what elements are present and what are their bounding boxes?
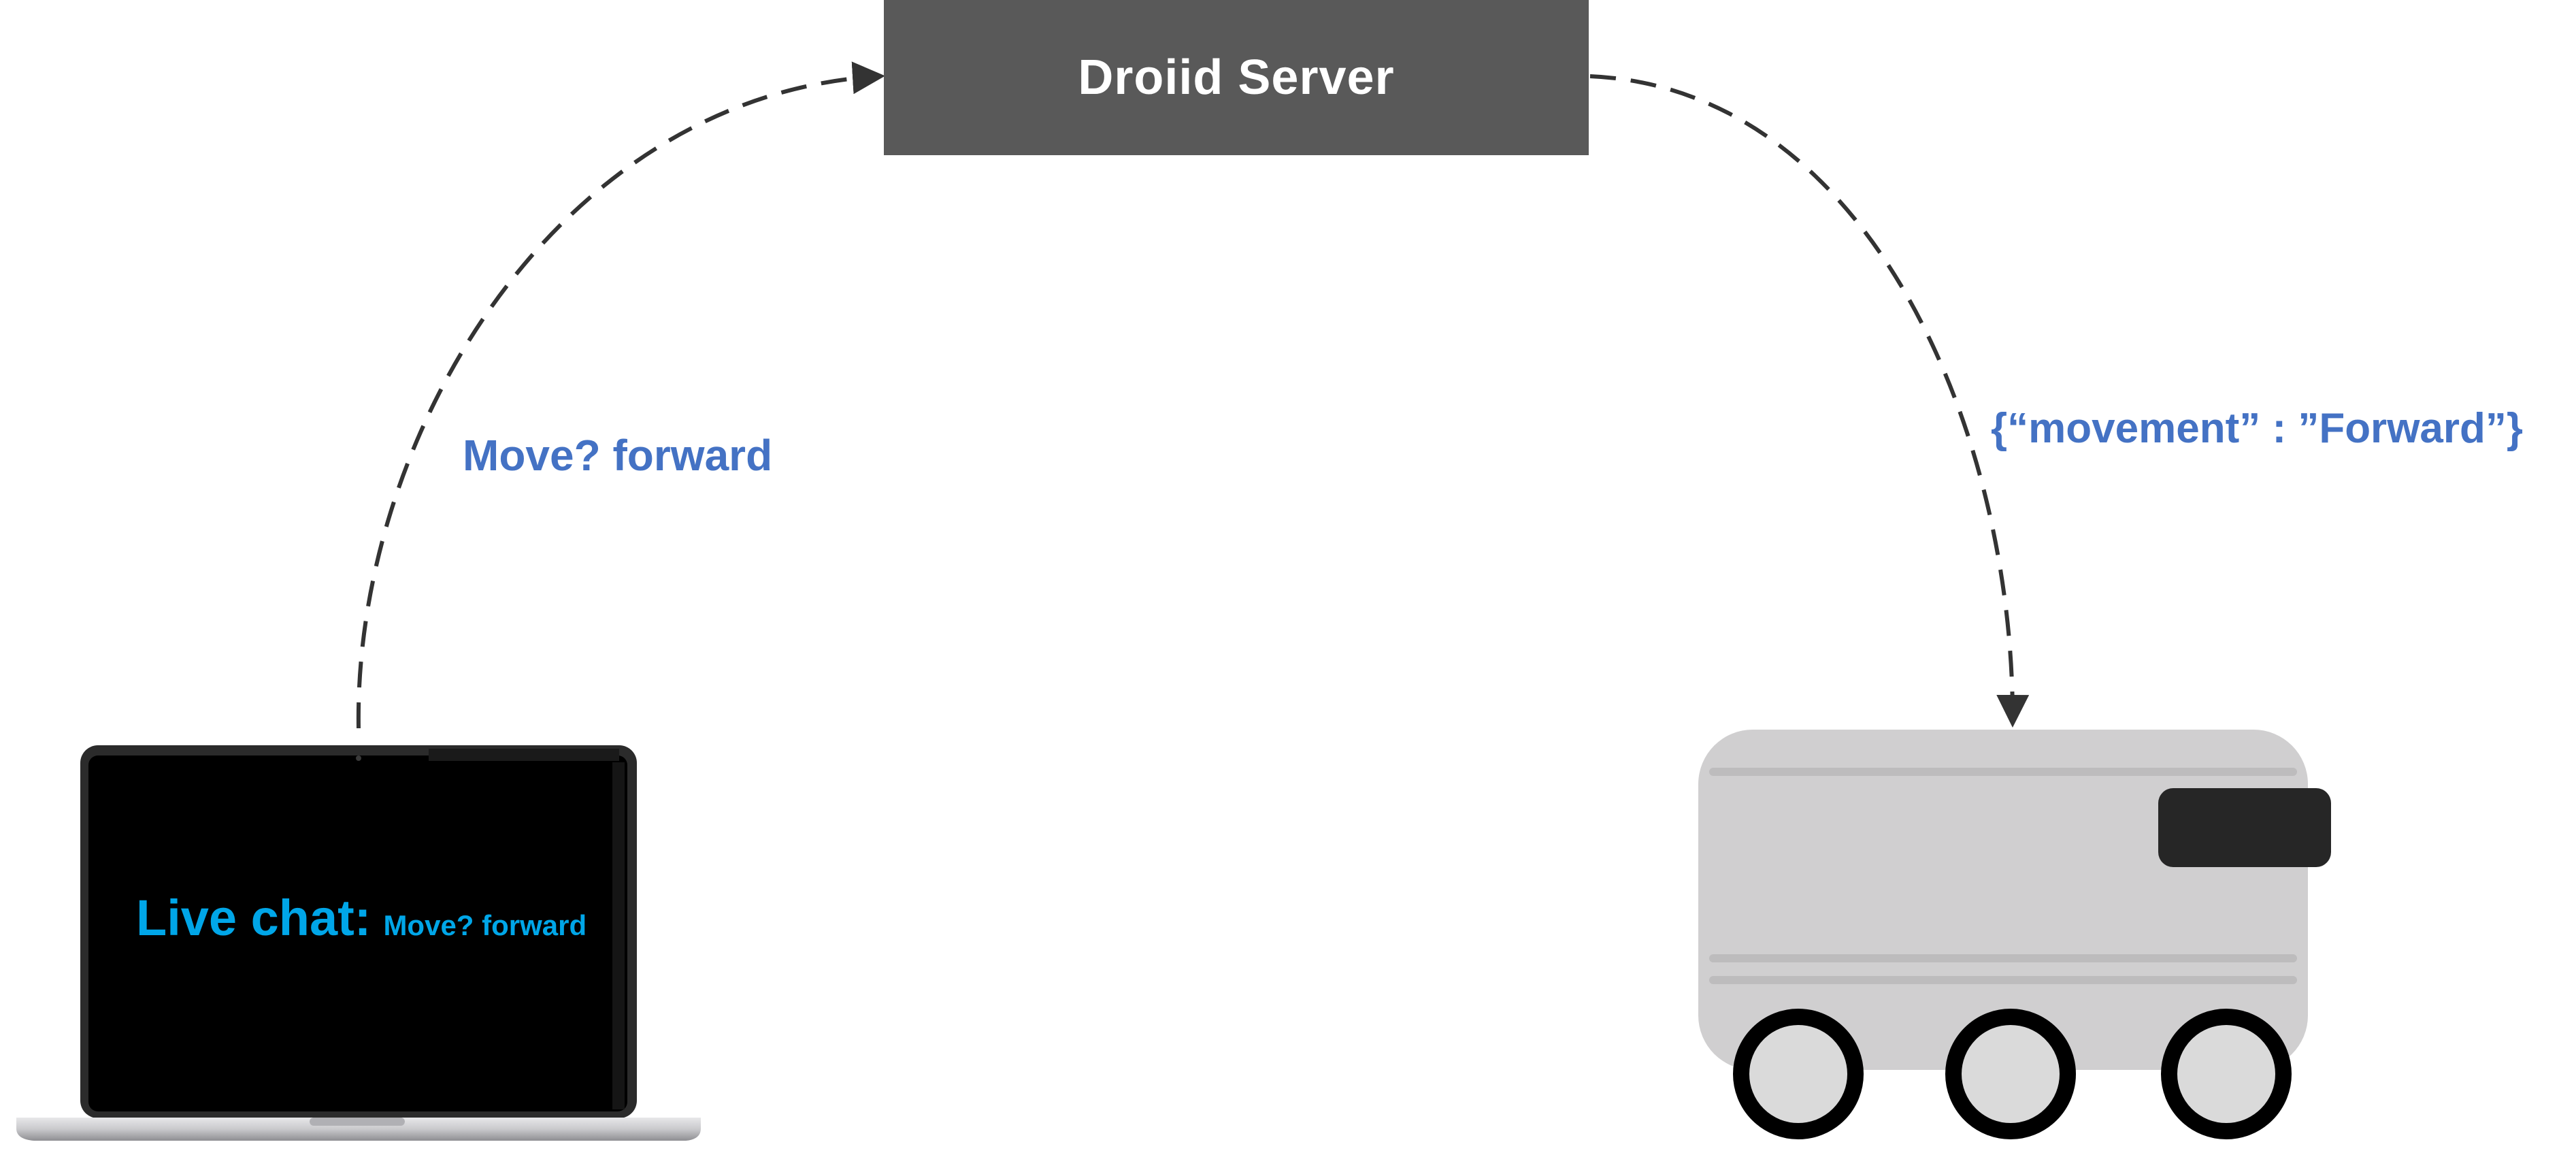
robot-wheel <box>2161 1009 2292 1139</box>
arrow-server-to-robot <box>1589 74 2030 728</box>
arrow-laptop-to-server <box>356 61 885 729</box>
droiid-server-box: Droiid Server <box>884 0 1589 155</box>
live-chat-title: Live chat: <box>136 890 371 946</box>
robot-icon <box>1698 730 2331 1139</box>
laptop-screen-text: Live chat: Move? forward <box>136 889 612 947</box>
laptop-icon <box>16 745 701 1141</box>
server-label: Droiid Server <box>1078 50 1395 105</box>
robot-body <box>1698 730 2308 1070</box>
robot-sensor <box>2158 788 2331 867</box>
robot-wheel <box>1733 1009 1864 1139</box>
left-arrow-label: Move? forward <box>463 431 773 480</box>
live-chat-message: Move? forward <box>383 909 587 941</box>
right-arrow-label: {“movement” : ”Forward”} <box>1991 405 2524 452</box>
robot-wheel <box>1945 1009 2076 1139</box>
